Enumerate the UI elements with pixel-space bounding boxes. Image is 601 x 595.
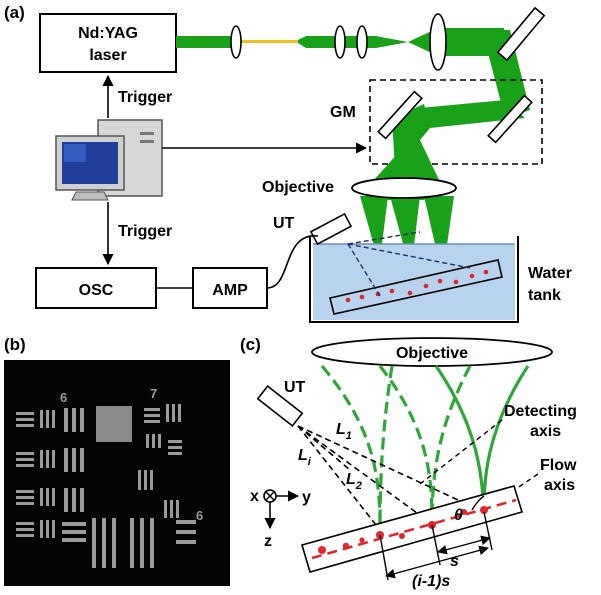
coordinate-system: x y z [250, 488, 311, 550]
theta-label: θ [454, 507, 463, 524]
amp-ut-cable [266, 235, 319, 289]
ut-beams-a [347, 231, 471, 297]
objective-lens-a [351, 177, 457, 199]
objective-lens-c [311, 337, 553, 367]
digit-7: 7 [150, 386, 157, 401]
panel-b-tag: (b) [4, 335, 26, 354]
spacing-label: (i-1)s [412, 573, 450, 590]
panel-a: (a) Nd:YAG laser [4, 3, 572, 323]
objective-label-c: Objective [396, 345, 468, 362]
laser-label-line1: Nd:YAG [78, 25, 138, 42]
lens-1 [230, 25, 242, 59]
computer-icon [55, 119, 163, 201]
s-label: s [450, 553, 459, 570]
panel-c: (c) Objective UT L1 Li L2 Detecting axis [240, 335, 577, 590]
gm-box [369, 79, 543, 165]
laser-label-line2: laser [89, 47, 126, 64]
amp-box [192, 267, 268, 309]
flow-tube-a [329, 259, 503, 315]
gm-label: GM [330, 104, 356, 121]
acoustic-paths [297, 425, 485, 531]
trigger-label-bottom: Trigger [118, 223, 172, 240]
trigger-label-top: Trigger [118, 89, 172, 106]
L1-label: L1 [336, 421, 352, 442]
flow-axis-label-line2: axis [544, 477, 575, 494]
particles-c [318, 506, 488, 554]
Li-label: Li [298, 447, 312, 468]
ut-transducer-c [256, 385, 304, 427]
ut-label-c: UT [284, 379, 306, 396]
L2-label: L2 [346, 471, 362, 492]
laser-box [39, 13, 177, 73]
flow-axis-pointer [469, 473, 539, 521]
axis-z-label: z [264, 533, 272, 550]
mirror-1 [496, 6, 546, 62]
lens-4 [429, 13, 447, 71]
detecting-axis-label-line2: axis [530, 423, 561, 440]
ut-label-a: UT [273, 215, 295, 232]
panel-b: (b) [4, 335, 230, 586]
detecting-axis-label-line1: Detecting [504, 403, 577, 420]
lens-2 [334, 25, 346, 59]
digit-6-bottom: 6 [196, 508, 203, 523]
digit-6-top: 6 [60, 390, 67, 405]
water-tank-label-line2: tank [528, 287, 561, 304]
flow-axis-label-line1: Flow [540, 457, 577, 474]
panel-c-tag: (c) [240, 335, 261, 354]
axis-x-label: x [250, 488, 259, 505]
water-tank-label-line1: Water [528, 265, 572, 282]
gm-mirror-2 [487, 94, 533, 144]
axis-y-label: y [302, 489, 311, 506]
resolution-bars [16, 404, 196, 568]
panel-a-tag: (a) [4, 3, 25, 22]
particles-a [345, 269, 489, 303]
osc-label: OSC [79, 282, 114, 299]
osc-box [35, 267, 157, 309]
ut-transducer-a [309, 212, 353, 246]
objective-label-a: Objective [262, 179, 334, 196]
lens-3 [356, 25, 368, 59]
resolution-target-image [4, 360, 230, 586]
gm-mirror-1 [377, 90, 423, 140]
amp-label: AMP [212, 282, 248, 299]
spacing-dimension [385, 545, 489, 579]
theta-arc [471, 495, 485, 511]
